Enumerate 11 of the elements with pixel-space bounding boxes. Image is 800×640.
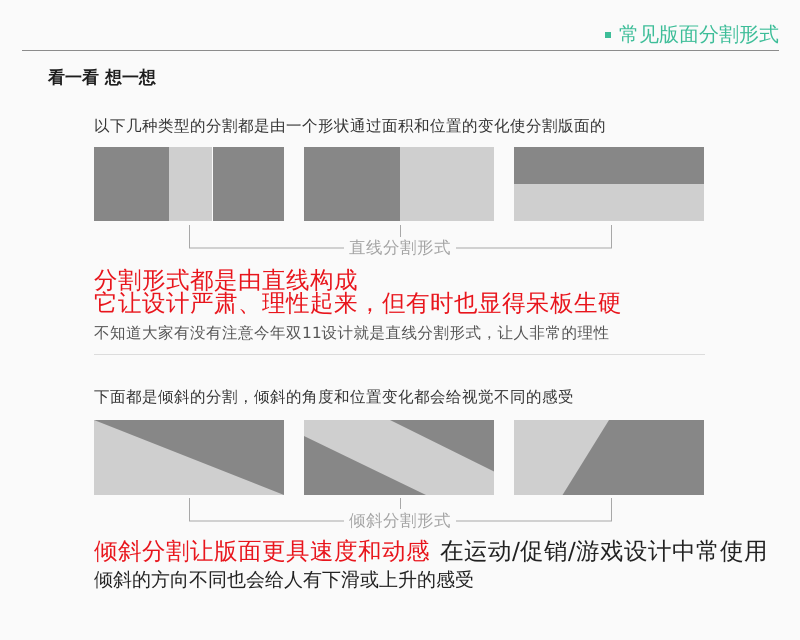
note-text: 不知道大家有没有注意今年双11设计就是直线分割形式，让人非常的理性	[94, 325, 610, 342]
intro-text: 下面都是倾斜的分割，倾斜的角度和位置变化都会给视觉不同的感受	[94, 389, 574, 406]
bracket-label: 直线分割形式	[349, 238, 451, 258]
highlight-text: 它让设计严肃、理性起来，但有时也显得呆板生硬	[94, 291, 622, 317]
bracket-label: 倾斜分割形式	[349, 512, 451, 530]
page-title: 常见版面分割形式	[619, 23, 779, 45]
intro-text: 以下几种类型的分割都是由一个形状通过面积和位置的变化使分割版面的	[94, 118, 606, 136]
section-heading: 看一看 想一想	[48, 69, 156, 88]
highlight-text: 倾斜分割让版面更具速度和动感	[94, 539, 430, 565]
note-text: 倾斜的方向不同也会给人有下滑或上升的感受	[94, 570, 474, 591]
usage-text: 在运动/促销/游戏设计中常使用	[440, 539, 768, 565]
